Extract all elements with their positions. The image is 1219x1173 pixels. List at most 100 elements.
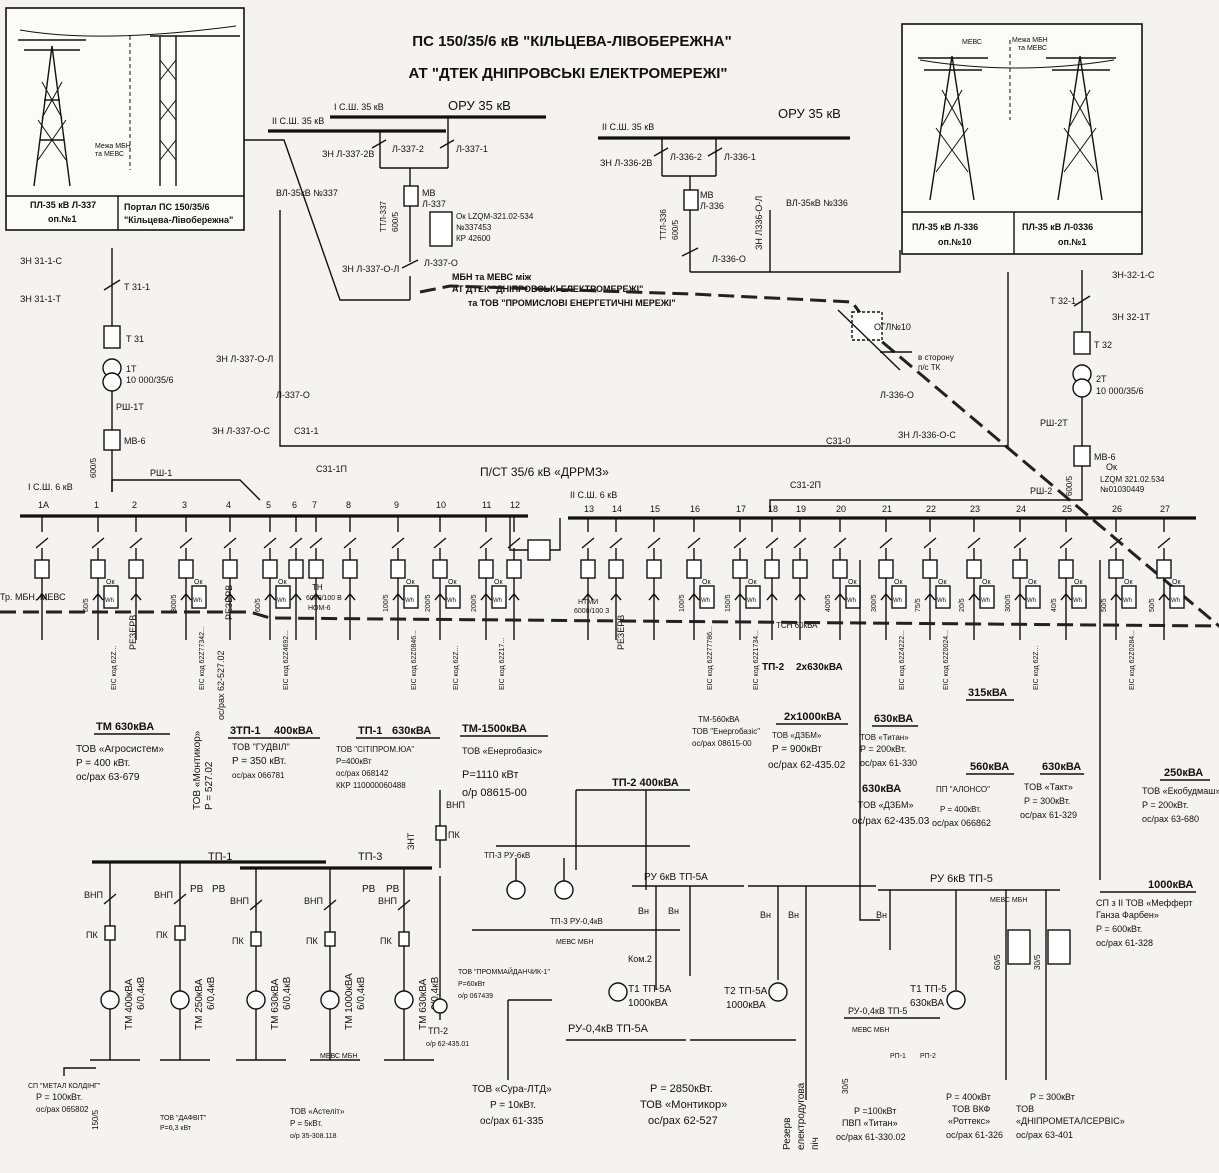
meter-box: [891, 585, 907, 609]
boundary-note-2: та МЕВС: [1018, 45, 1047, 52]
direction-label: в сторону: [918, 353, 954, 362]
consumer-name: СП з ІІ ТОВ «Мефферт: [1096, 898, 1193, 908]
ct-ratio-label: 600/5: [1065, 475, 1074, 496]
ct-ratio-label: 30/5: [1033, 954, 1042, 970]
meter-wh-label: Wh: [701, 598, 710, 604]
transformer-coil-icon: [170, 990, 190, 1010]
ct-icon: [434, 592, 446, 601]
ct-icon: [648, 592, 660, 601]
ct-ratio-label: 50/5: [1149, 598, 1156, 612]
arc-furnace-label: електродугова: [796, 1082, 807, 1150]
cell-number: 27: [1160, 504, 1170, 514]
disconnector-icon: [1157, 537, 1171, 549]
consumer-power: P = 400кВт: [946, 1092, 991, 1102]
feeder-bays: [34, 516, 1172, 640]
transformer-coil-icon: [320, 990, 340, 1010]
cell-number: 7: [312, 500, 317, 510]
consumer-power: P = 200кВт.: [860, 744, 906, 754]
consumer-account: ос/рах 62-435.02: [768, 760, 846, 771]
meter-wh-label: Wh: [981, 598, 990, 604]
vnp-label: ВНП: [154, 890, 173, 900]
meter-box: [1007, 929, 1031, 965]
breaker-icon: [792, 559, 808, 579]
oru-label: ОРУ 35 кВ: [448, 98, 511, 113]
tsn-label: ТСН 60кВА: [776, 621, 818, 630]
consumer-power: P = 527.02: [204, 761, 215, 810]
boundary-note: Межа МБН: [95, 143, 131, 150]
breaker-icon: [390, 559, 406, 579]
switch-label: Л-337-1: [456, 144, 488, 154]
substation-label: П/СТ 35/6 кВ «ДРРМЗ»: [480, 465, 609, 479]
lower-transformer-label: ТМ 630кВА: [270, 978, 281, 1030]
switch-label: Л-336-2: [670, 152, 702, 162]
cell-number: 18: [768, 504, 778, 514]
lower-transformer-label: ТМ 250кВА: [194, 978, 205, 1030]
consumer-name: ТОВ "Енергобазіс": [692, 727, 760, 736]
meter-wh-label: Wh: [1123, 598, 1132, 604]
meter-wh-label: Wh: [493, 598, 502, 604]
ntmi-rating: 6000/100 З: [574, 608, 609, 615]
ct-icon: [794, 592, 806, 601]
consumer-power: P=60кВт: [458, 981, 486, 988]
meter-ok-label: Ок: [106, 579, 115, 586]
disconnector-icon: [765, 537, 779, 549]
disconnector-icon: [289, 537, 303, 549]
reserve-label: РЕЗЕРВ: [224, 585, 234, 620]
meter-ok-label: Ок: [406, 579, 415, 586]
consumer-power: P = 300кВт.: [1024, 796, 1070, 806]
switch-label: Л-337-2: [392, 144, 424, 154]
ogl-label: ОГЛ№10: [874, 322, 911, 332]
ct-icon: [834, 592, 846, 601]
vnp-label: ВНП: [84, 890, 103, 900]
ct-icon: [224, 592, 236, 601]
transformer-t31-chain: ЗН 31-1-С ЗН 31-1-Т Т 31-1 Т 31 1Т 10 00…: [20, 248, 261, 501]
breaker-icon: [764, 559, 780, 579]
cell-number: 12: [510, 500, 520, 510]
zn-label: ЗН-32-1-С: [1112, 270, 1155, 280]
cell-number: 21: [882, 504, 892, 514]
disconnector-icon: [1109, 537, 1123, 549]
eic-labels: EIC код 62Z...EIC код 62Z77342...EIC код…: [111, 626, 1136, 690]
inset-right-cell1b: оп.№10: [938, 237, 971, 247]
vnp-label: ВНП: [230, 896, 249, 906]
disconnector-icon: [581, 537, 595, 549]
consumer-name: ТОВ "ДАФВІТ": [160, 1115, 207, 1122]
cell-number: 13: [584, 504, 594, 514]
pk-label: ПК: [448, 830, 460, 840]
disconnector-icon: [833, 537, 847, 549]
ct-icon: [508, 592, 520, 601]
breaker-icon: [90, 559, 106, 579]
meter-box: [1071, 585, 1087, 609]
mv-box: [1073, 445, 1091, 467]
zn-label: ЗН Л-337-О-Л: [342, 264, 399, 274]
ct-icon: [1014, 592, 1026, 601]
rsh-label: РШ-1Т: [116, 402, 144, 412]
ct-ratio-label: 400/5: [825, 594, 832, 612]
zn-label: ЗН Л-336-2В: [600, 158, 652, 168]
meter-label-2: №01030449: [1100, 485, 1145, 494]
ct-icon: [968, 592, 980, 601]
consumer-tp: ТП-2: [762, 662, 785, 673]
consumer-name: ТОВ «Енергобазіс»: [462, 746, 542, 756]
transformer-coil-icon: [946, 990, 966, 1010]
consumer-account: ос/рах 08615-00: [692, 739, 752, 748]
cell-number: 19: [796, 504, 806, 514]
meter-box: [979, 585, 995, 609]
th-label: ТН: [312, 583, 323, 592]
consumer-tp: ТП-1: [358, 725, 382, 737]
switch-label: Т 31-1: [124, 282, 150, 292]
consumer-account: о/р 067439: [458, 993, 493, 1000]
consumer-kva: 630кВА: [392, 725, 431, 737]
consumer-kva: 315кВА: [968, 687, 1007, 699]
consumer-kva: 250кВА: [1164, 767, 1203, 779]
ct-ratio-label: 300/5: [1005, 594, 1012, 612]
cell-number: 4: [226, 500, 231, 510]
eic-code-label: EIC код 62Z77342...: [199, 626, 206, 690]
portal-tower-icon: [150, 35, 240, 186]
t1-5a-rating: 1000кВА: [628, 998, 668, 1009]
ct-ratio-label: 75/5: [915, 598, 922, 612]
cell-number: 11: [482, 500, 491, 510]
pk-label: ПК: [156, 930, 168, 940]
eic-code-label: EIC код 62Z0846...: [411, 630, 418, 690]
